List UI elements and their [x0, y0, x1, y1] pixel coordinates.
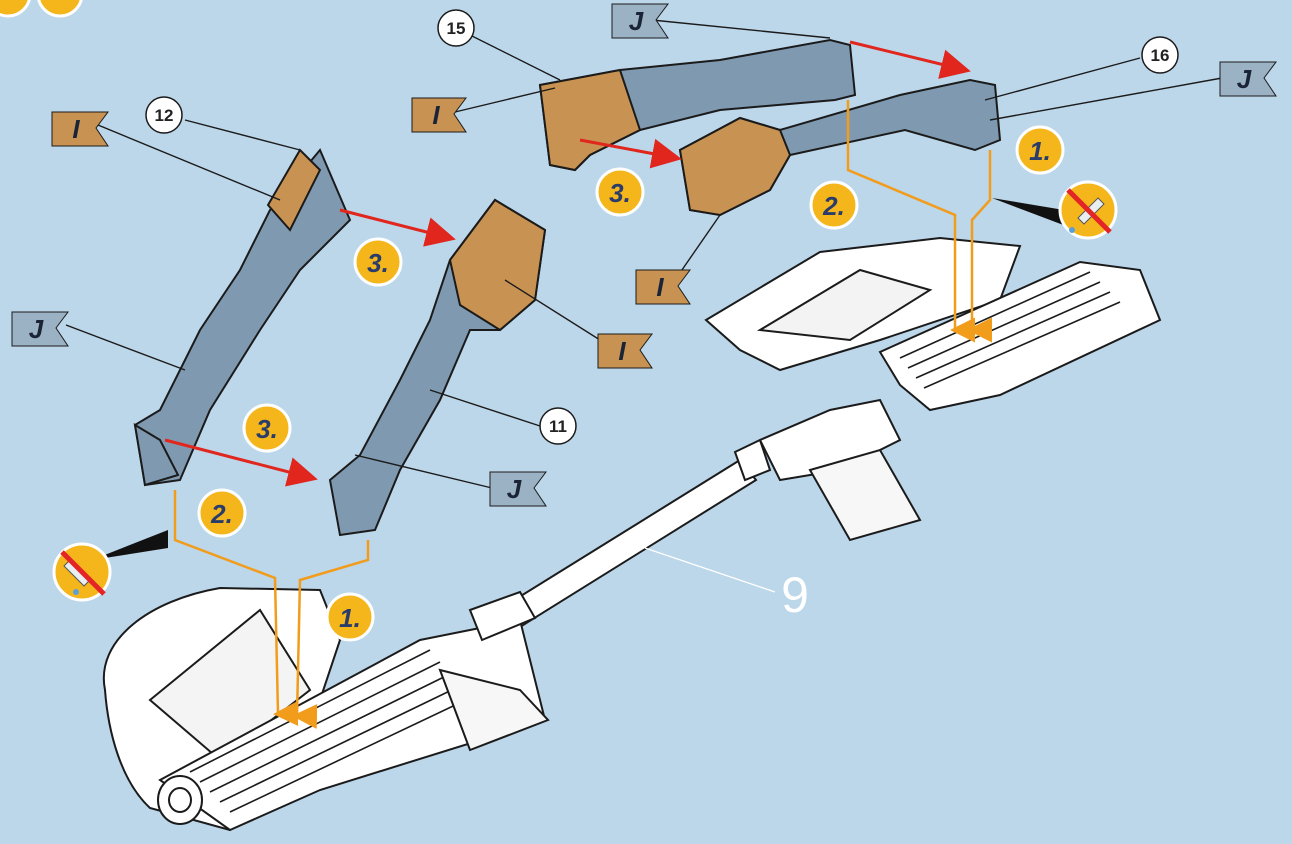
callout-12: 12: [146, 97, 182, 133]
step-badge: 3.: [355, 239, 401, 285]
svg-text:J: J: [1237, 64, 1252, 94]
base-assembly-back: [706, 238, 1160, 540]
callout-16: 16: [1142, 37, 1178, 73]
callout-15: 15: [438, 10, 474, 46]
svg-text:15: 15: [447, 19, 466, 38]
callout-11: 11: [540, 408, 576, 444]
svg-text:1.: 1.: [339, 603, 361, 633]
flag-label-icon: I: [412, 98, 466, 132]
svg-text:J: J: [29, 314, 44, 344]
flag-label-icon: I: [52, 112, 108, 146]
flag-label-icon: J: [490, 472, 546, 506]
svg-text:1.: 1.: [1029, 136, 1051, 166]
flag-label-icon: I: [636, 270, 690, 304]
flag-label-icon: J: [12, 312, 68, 346]
flag-label-icon: J: [1220, 62, 1276, 96]
flag-label-icon: I: [598, 334, 652, 368]
svg-text:J: J: [507, 474, 522, 504]
svg-text:16: 16: [1151, 46, 1170, 65]
svg-text:3.: 3.: [367, 248, 389, 278]
svg-text:2.: 2.: [210, 499, 233, 529]
svg-text:12: 12: [155, 106, 174, 125]
svg-text:3.: 3.: [256, 414, 278, 444]
arm-part-12: [135, 150, 350, 485]
step-badge: 1.: [327, 594, 373, 640]
svg-text:2.: 2.: [822, 191, 845, 221]
svg-text:11: 11: [549, 417, 567, 436]
step-badge: 1.: [1017, 127, 1063, 173]
step-badge: 2.: [811, 182, 857, 228]
svg-text:I: I: [72, 114, 80, 144]
svg-text:I: I: [432, 100, 440, 130]
svg-text:I: I: [656, 272, 664, 302]
step-badge: 3.: [597, 169, 643, 215]
partial-step-badge: [0, 0, 30, 16]
rod-label: 9: [781, 567, 809, 623]
svg-text:I: I: [618, 336, 626, 366]
no-glue-icon: [992, 182, 1116, 238]
svg-text:J: J: [629, 6, 644, 36]
step-badge: 2.: [199, 490, 245, 536]
step-badge: 3.: [244, 405, 290, 451]
partial-step-badge: [38, 0, 82, 16]
no-glue-icon: [54, 530, 168, 600]
svg-text:3.: 3.: [609, 178, 631, 208]
